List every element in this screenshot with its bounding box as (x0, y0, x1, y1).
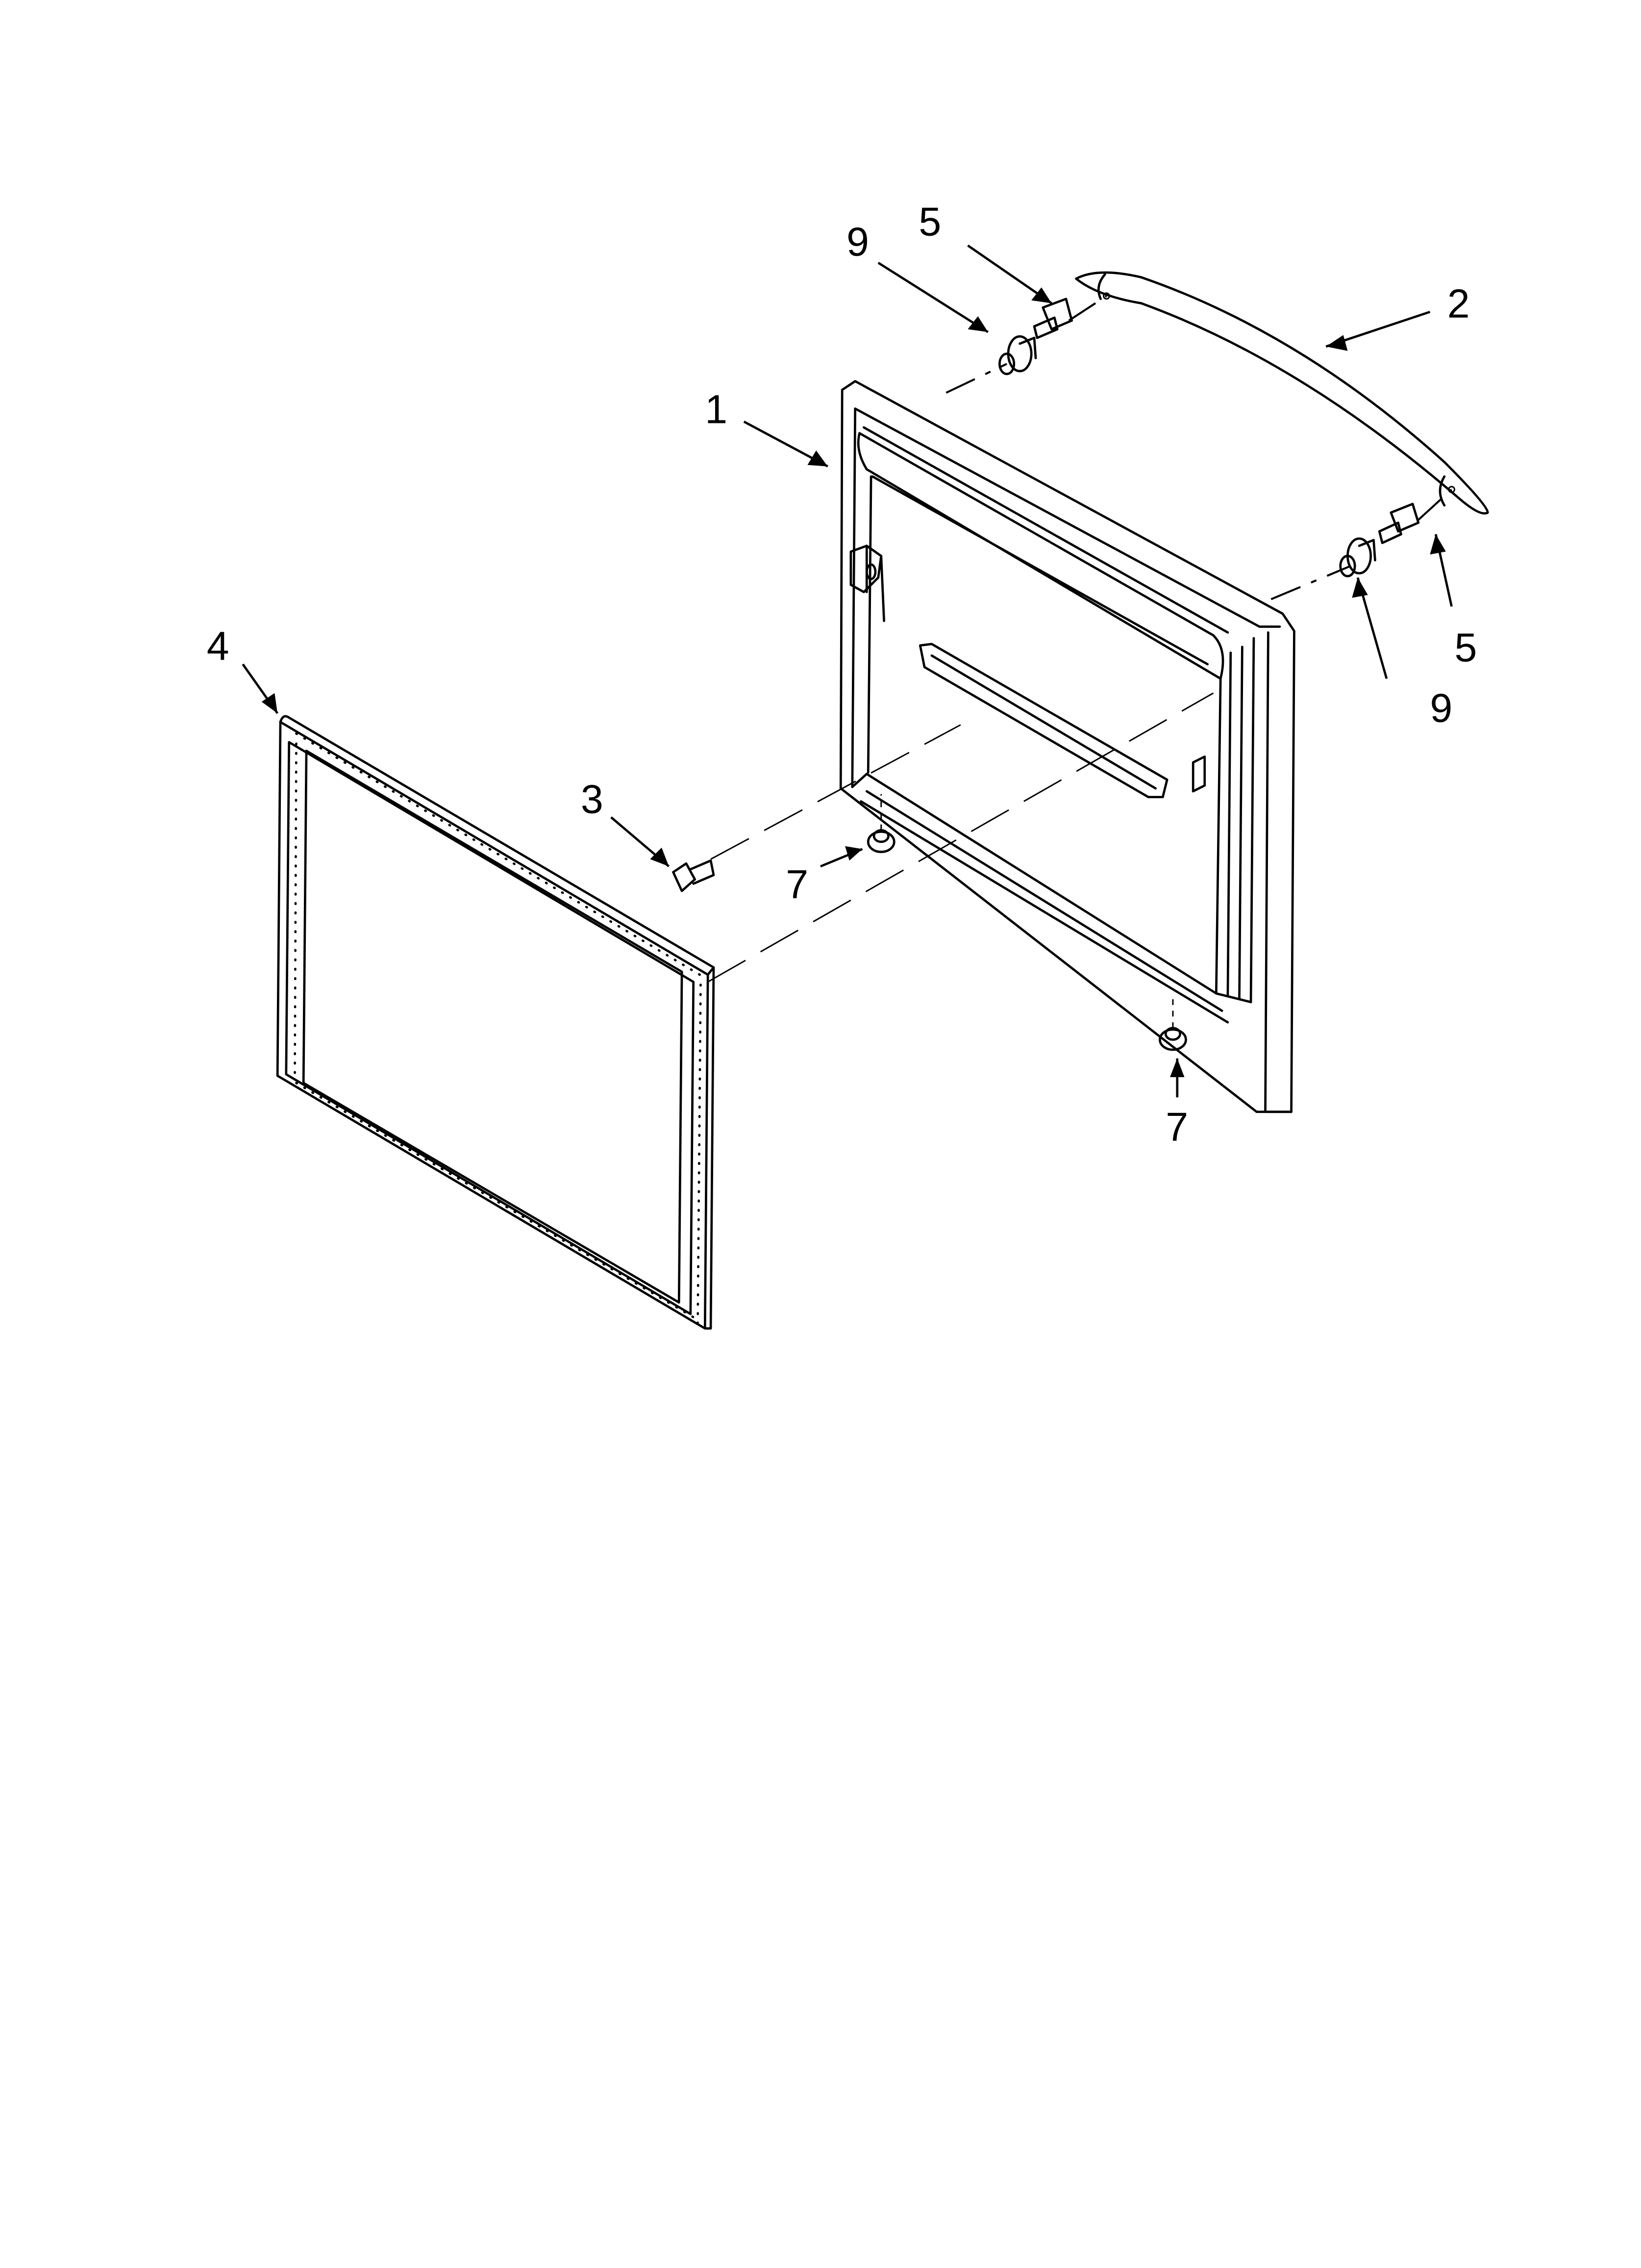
callout-9-upper: 9 (846, 220, 869, 265)
callout-4: 4 (207, 624, 229, 669)
door-screw-part (672, 859, 715, 892)
callout-7-right: 7 (1166, 1105, 1188, 1150)
handle-part (1075, 271, 1489, 515)
callout-3: 3 (581, 777, 603, 822)
lower-spacer-part (1339, 537, 1376, 577)
callout-2: 2 (1447, 281, 1470, 326)
callout-arrows (242, 244, 1453, 1098)
gasket-part (276, 715, 715, 1330)
callout-5-upper: 5 (919, 199, 941, 244)
callout-9-lower: 9 (1430, 686, 1452, 731)
callout-7-left: 7 (786, 862, 808, 907)
assembly-lines (707, 295, 1452, 1028)
upper-screw-part (1033, 297, 1073, 339)
callout-1: 1 (705, 387, 727, 432)
left-plug-part (867, 829, 895, 853)
upper-spacer-part (998, 335, 1037, 375)
lower-screw-part (1378, 502, 1420, 544)
door-panel-part (839, 380, 1295, 1113)
callout-5-lower: 5 (1454, 625, 1477, 670)
